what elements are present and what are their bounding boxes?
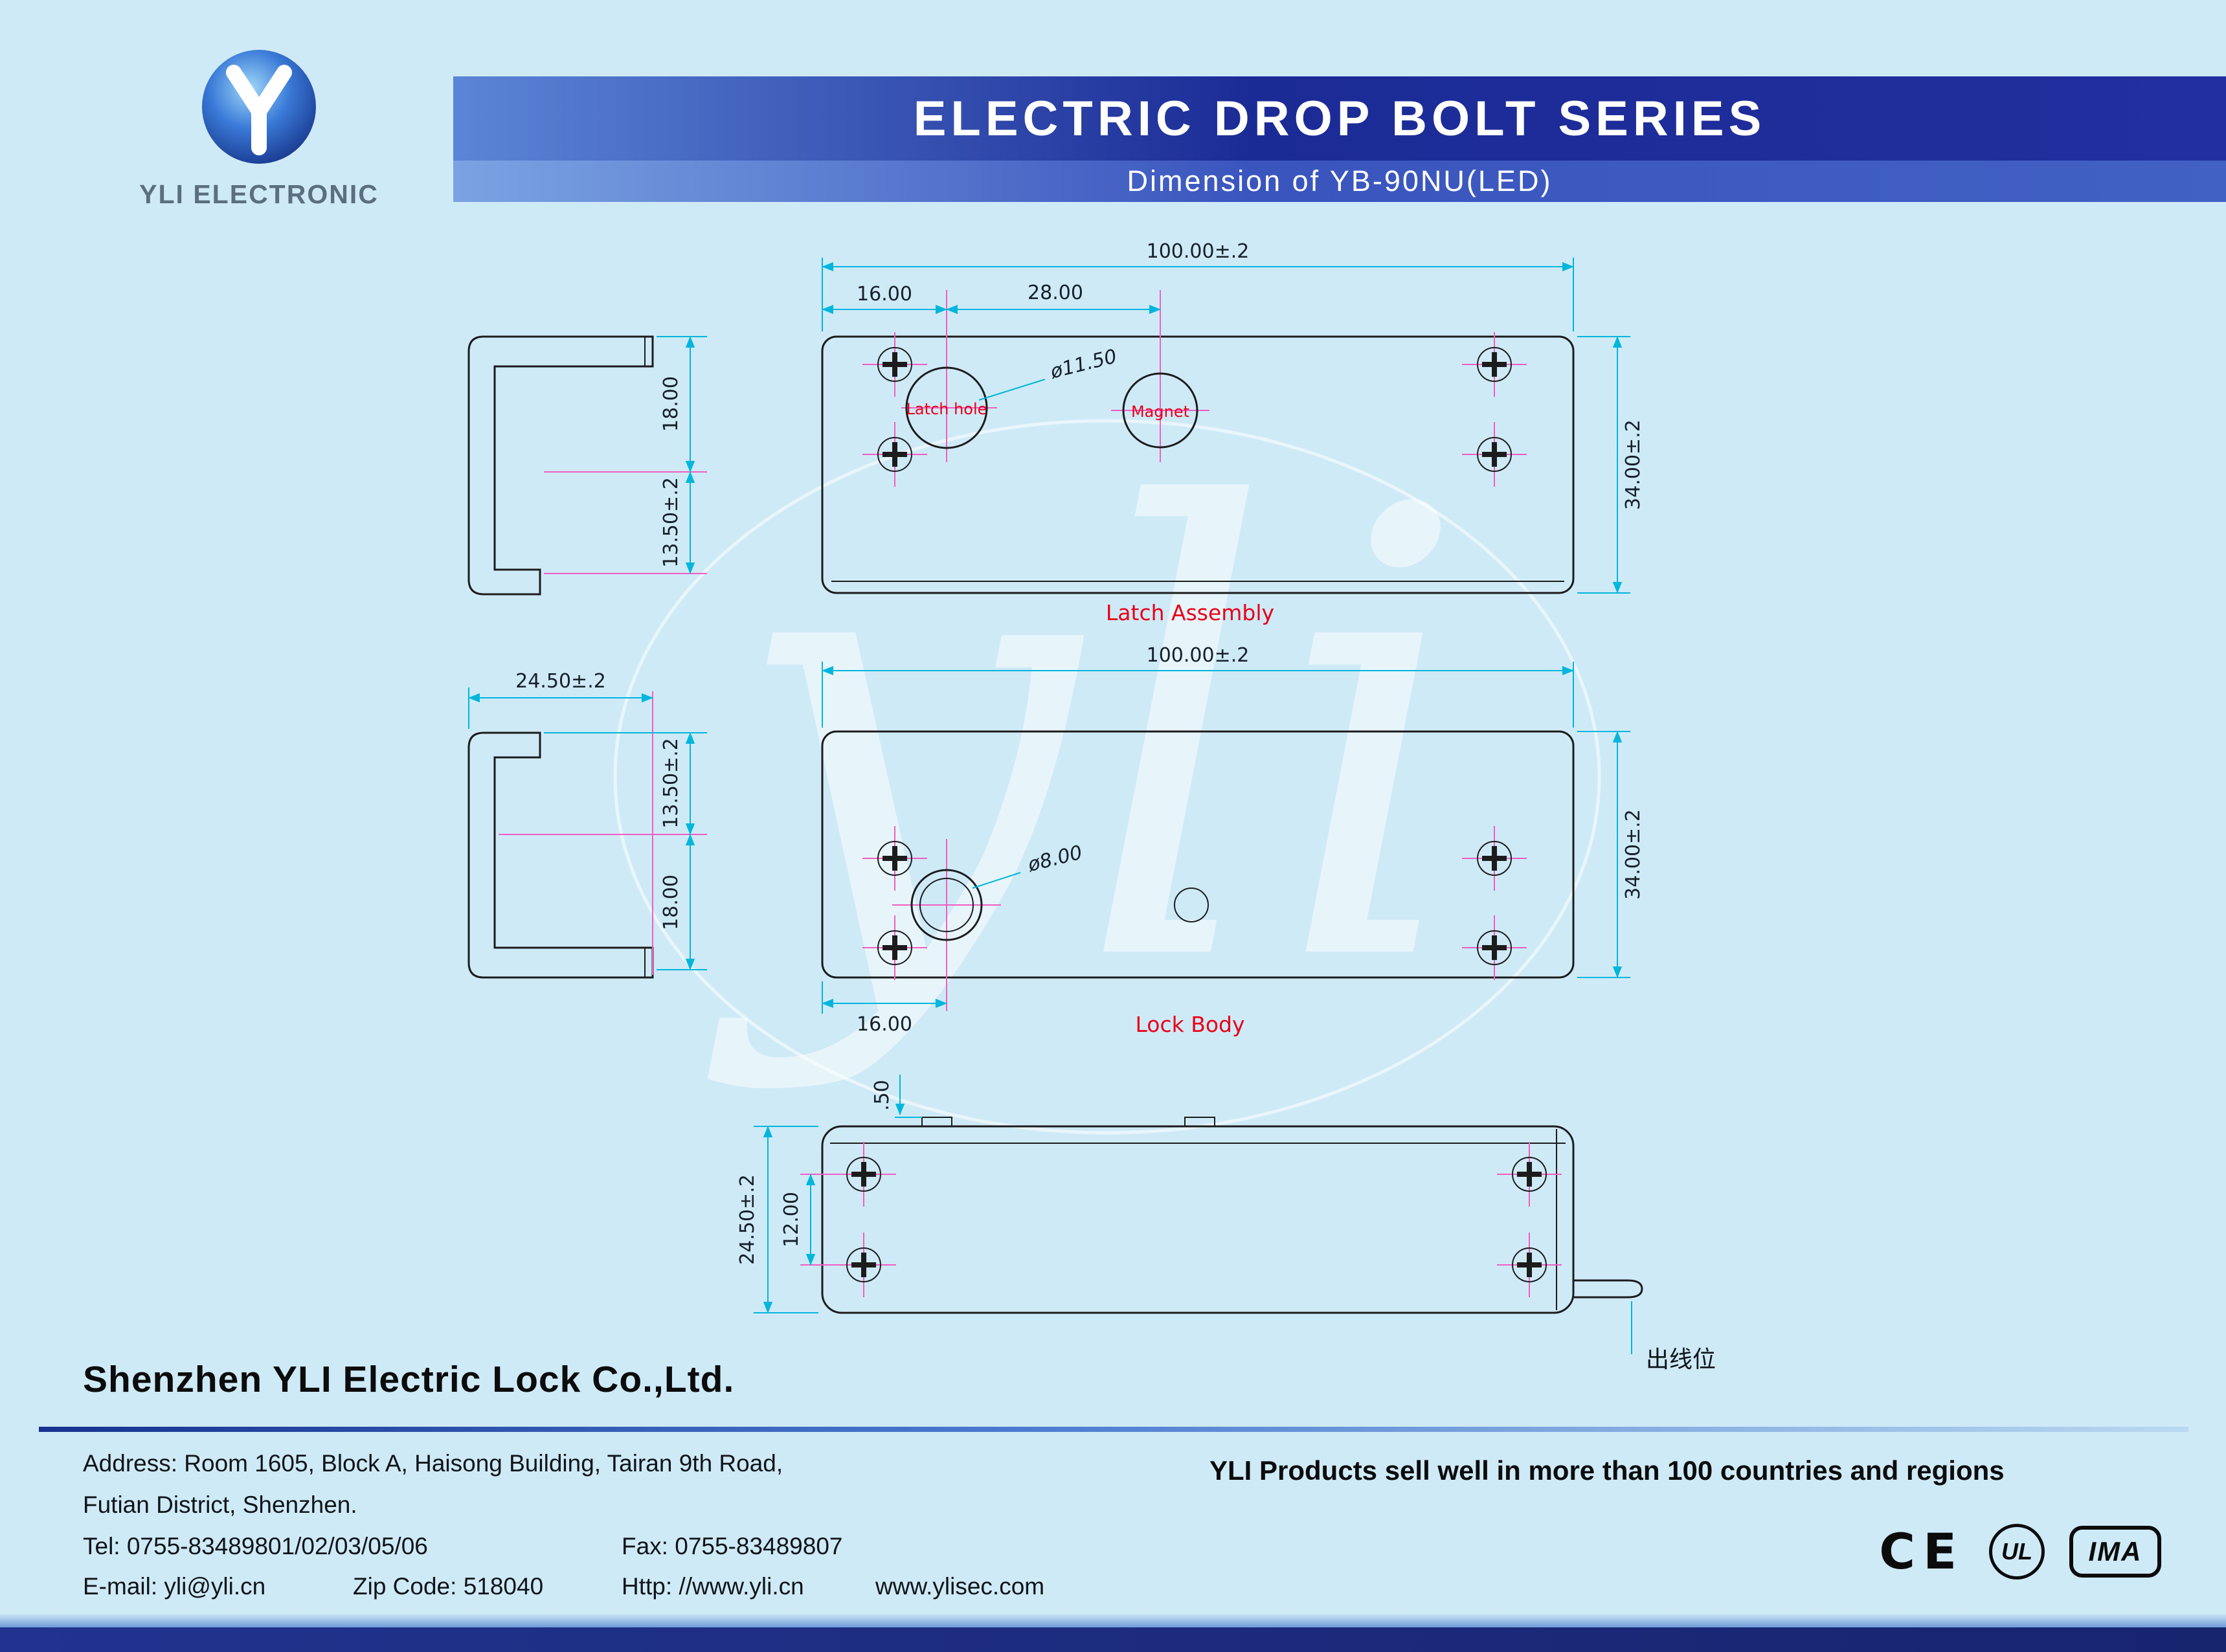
lock-side-view [467, 731, 654, 979]
ima-mark-icon: IMA [2069, 1525, 2161, 1578]
watermark-script: yli [701, 381, 1471, 1097]
sensor-hole [1174, 887, 1209, 922]
ce-mark-icon: CE [1879, 1523, 1964, 1580]
top-tab [1184, 1117, 1215, 1127]
bottom-gradient-strip [0, 1613, 2226, 1627]
svg-text:28.00: 28.00 [1028, 282, 1083, 304]
svg-text:100.00±.2: 100.00±.2 [1147, 644, 1250, 667]
svg-text:34.00±.2: 34.00±.2 [1622, 419, 1645, 510]
latch-hole-offset-dimension: 16.00 [822, 283, 947, 315]
wire-outlet [1573, 1279, 1643, 1299]
yli-logo-icon [202, 50, 316, 164]
svg-text:出线位: 出线位 [1646, 1346, 1716, 1373]
latch-side-lower-dimension: 13.50±.2 [544, 471, 707, 574]
bolt-offset-dimension: 16.00 [822, 981, 947, 1036]
fax-line: Fax: 0755-83489807 [622, 1533, 843, 1559]
page-title: ELECTRIC DROP BOLT SERIES [913, 91, 1766, 146]
ul-mark-icon: UL [1989, 1523, 2045, 1579]
email-line: E-mail: yli@yli.cn [83, 1573, 266, 1600]
website-line: Http: //www.yli.cn [622, 1573, 804, 1600]
address-line-1: Address: Room 1605, Block A, Haisong Bui… [83, 1450, 783, 1477]
screw-icon [1497, 1142, 1562, 1207]
zip-line: Zip Code: 518040 [353, 1573, 544, 1600]
svg-text:24.50±.2: 24.50±.2 [515, 670, 606, 693]
watermark: yli [613, 381, 1601, 1135]
title-banner: ELECTRIC DROP BOLT SERIES Dimension of Y… [453, 76, 2226, 202]
svg-text:ø11.50: ø11.50 [1048, 345, 1119, 383]
svg-text:16.00: 16.00 [857, 1013, 912, 1036]
brand-name: YLI ELECTRONIC [139, 179, 379, 209]
bolt [892, 839, 1001, 1011]
banner-title-area: ELECTRIC DROP BOLT SERIES [453, 76, 2226, 161]
bottom-navy-bar [0, 1627, 2226, 1652]
lock-height-dimension: 34.00±.2 [1577, 731, 1645, 978]
bottom-view-outline [821, 1125, 1575, 1314]
screw-icon [831, 1233, 896, 1297]
bottom-depth-dimension: 24.50±.2 [736, 1126, 818, 1313]
latch-side-view [467, 335, 654, 596]
screw-icon [1462, 826, 1527, 891]
svg-text:18.00: 18.00 [660, 376, 682, 432]
website-line-2: www.ylisec.com [875, 1573, 1045, 1600]
svg-text:Magnet: Magnet [1131, 403, 1189, 421]
page-subtitle: Dimension of YB-90NU(LED) [1127, 164, 1553, 197]
latch-caption: Latch Assembly [1106, 600, 1274, 625]
lock-side-width-dimension: 24.50±.2 [468, 670, 653, 975]
svg-text:13.50±.2: 13.50±.2 [660, 738, 682, 829]
svg-text:100.00±.2: 100.00±.2 [1147, 240, 1250, 263]
address-line-2: Futian District, Shenzhen. [83, 1491, 357, 1518]
top-tab [921, 1117, 952, 1127]
slogan: YLI Products sell well in more than 100 … [1209, 1455, 2005, 1486]
svg-text:.50: .50 [871, 1080, 894, 1111]
svg-text:24.50±.2: 24.50±.2 [736, 1174, 759, 1265]
bottom-view-drawing: .50 24.50±.2 12.00 出线位 [736, 1075, 1716, 1373]
latch-height-dimension: 34.00±.2 [1577, 336, 1645, 594]
screw-icon [831, 1142, 896, 1207]
tab-height-dimension: .50 [871, 1075, 922, 1118]
screw-icon [1462, 915, 1527, 980]
lock-body-caption: Lock Body [1135, 1012, 1244, 1037]
lock-side-upper-dimension: 13.50±.2 [499, 732, 707, 835]
svg-text:18.00: 18.00 [660, 875, 682, 930]
latch-side-upper-dimension: 18.00 [544, 336, 707, 473]
wire-outlet-label: 出线位 [1631, 1301, 1716, 1373]
screw-icon [1462, 332, 1527, 397]
screw-icon [1497, 1233, 1562, 1297]
magnet: Magnet [1111, 290, 1209, 462]
latch-plate-outline [821, 335, 1575, 594]
certification-marks: CE UL IMA [1879, 1523, 2161, 1580]
watermark-ellipse [613, 419, 1601, 1135]
latch-assembly-drawing: 18.00 13.50±.2 Latch hole [467, 240, 1645, 625]
svg-text:13.50±.2: 13.50±.2 [660, 477, 682, 568]
lock-body-outline [821, 730, 1575, 979]
svg-text:Latch hole: Latch hole [906, 400, 987, 418]
svg-text:34.00±.2: 34.00±.2 [1622, 809, 1645, 900]
company-name: Shenzhen YLI Electric Lock Co.,Ltd. [83, 1359, 735, 1400]
screw-spacing-dimension: 12.00 [780, 1174, 831, 1266]
latch-hole-to-magnet-dimension: 28.00 [946, 282, 1161, 315]
svg-text:16.00: 16.00 [857, 283, 912, 306]
latch-hole: Latch hole [901, 290, 997, 462]
latch-width-dimension: 100.00±.2 [822, 240, 1574, 331]
logo-block: YLI ELECTRONIC [91, 45, 427, 210]
tel-line: Tel: 0755-83489801/02/03/05/06 [83, 1533, 428, 1559]
footer-divider [39, 1427, 2188, 1432]
svg-text:12.00: 12.00 [780, 1192, 803, 1247]
lock-width-dimension: 100.00±.2 [822, 644, 1574, 728]
lock-side-lower-dimension: 18.00 [657, 834, 707, 970]
screw-icon [1462, 422, 1527, 487]
banner-subtitle-area: Dimension of YB-90NU(LED) [453, 161, 2226, 202]
lock-body-drawing: 24.50±.2 13.50±.2 18.00 [467, 644, 1645, 1037]
